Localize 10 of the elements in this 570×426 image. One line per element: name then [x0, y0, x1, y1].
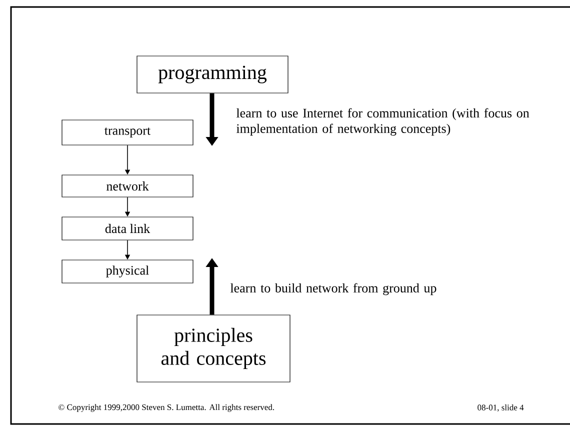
slide-number: 08-01, slide 4 [478, 404, 524, 412]
layer-box: data link [62, 216, 194, 240]
copyright-note: © Copyright 1999,2000 Steven S. Lumetta. All rights reserved. [58, 404, 274, 412]
layer-box: transport [62, 120, 194, 146]
layer-box: principles and concepts [136, 314, 290, 382]
edge-label: learn to build network from ground up [230, 283, 436, 296]
edge-label: learn to use Internet for communication (with focus on implementation of networking concepts) [236, 108, 530, 136]
layer-box: physical [62, 260, 194, 284]
layer-box: network [62, 174, 194, 198]
layer-box: programming [136, 56, 288, 94]
